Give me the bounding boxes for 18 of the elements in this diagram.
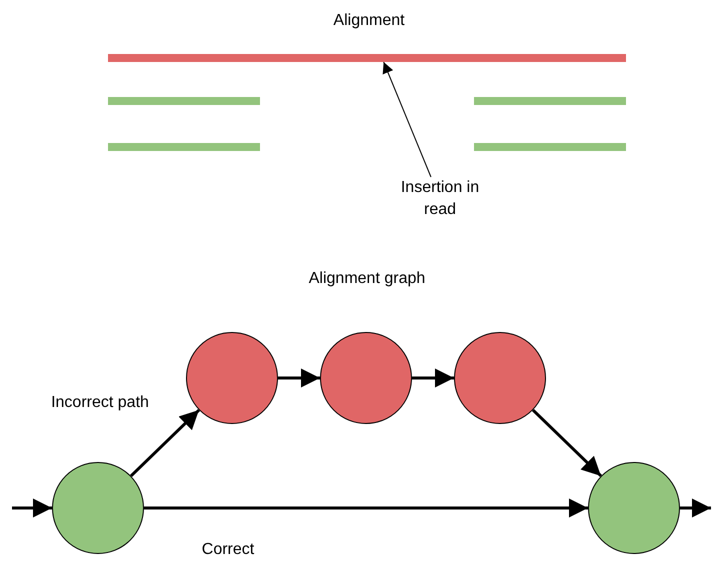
arrow	[412, 368, 454, 388]
caption-text: Incorrect path	[51, 394, 149, 412]
arrow	[532, 408, 602, 478]
arrow	[680, 498, 711, 518]
caption-text: Alignment	[333, 12, 405, 30]
sequence-bar	[474, 97, 626, 105]
sequence-bar	[474, 143, 626, 151]
annotation-text: Insertion in read	[390, 177, 490, 221]
arrow	[12, 498, 52, 518]
arrow	[144, 498, 588, 518]
sequence-bar	[108, 143, 260, 151]
sequence-bar	[108, 54, 626, 62]
caption-text: Alignment graph	[308, 270, 426, 288]
caption-text: Correct	[202, 541, 254, 559]
arrow	[278, 368, 320, 388]
leader-line	[382, 62, 432, 178]
sequence-bar	[108, 97, 260, 105]
arrow	[130, 408, 200, 478]
